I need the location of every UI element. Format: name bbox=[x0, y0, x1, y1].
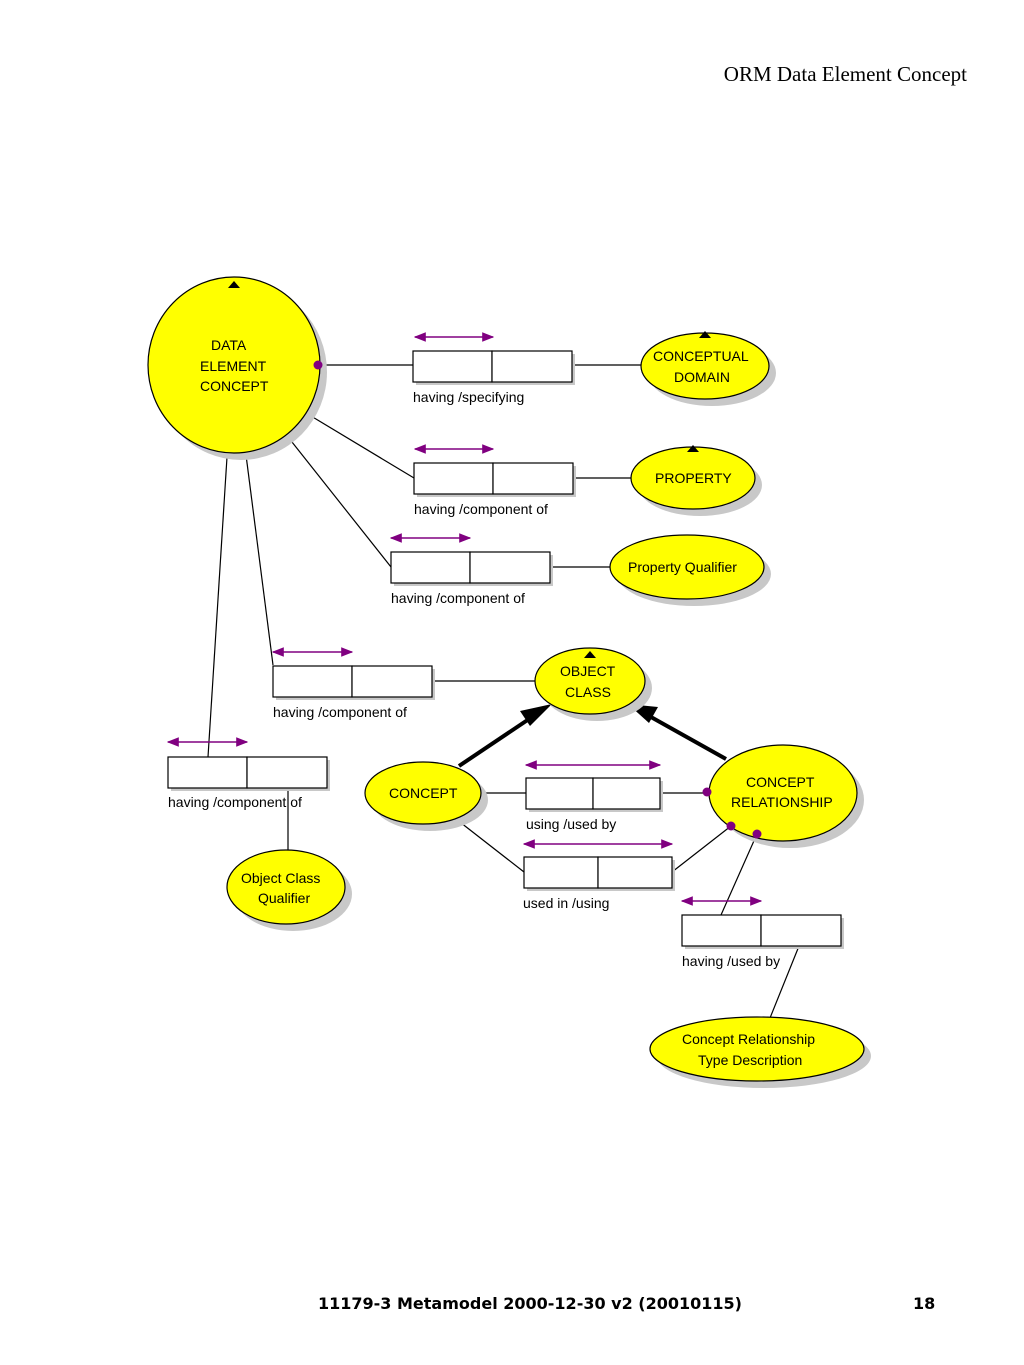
entity-label-line: PROPERTY bbox=[655, 470, 732, 486]
entity-label-line: OBJECT bbox=[560, 663, 616, 679]
entity-label-line: DOMAIN bbox=[674, 369, 730, 385]
page-title: ORM Data Element Concept bbox=[723, 62, 967, 86]
triangle-marker-icon bbox=[228, 281, 240, 288]
fact-reading-label: having /component of bbox=[168, 794, 302, 810]
line-concept-relationship-to-type-fact bbox=[720, 833, 758, 916]
line-dec-to-object-class-qualifier-fact bbox=[207, 456, 228, 758]
mandatory-dot bbox=[702, 787, 712, 797]
entity-concept-relationship-type-description[interactable]: Concept Relationship Type Description bbox=[649, 1016, 871, 1088]
triangle-marker-icon bbox=[687, 445, 699, 452]
mandatory-dot bbox=[313, 360, 323, 370]
entity-label-line: Qualifier bbox=[258, 890, 310, 906]
entity-conceptual-domain[interactable]: CONCEPTUAL DOMAIN bbox=[640, 331, 776, 406]
mandatory-dot bbox=[726, 821, 736, 831]
entity-label-line: ELEMENT bbox=[200, 358, 267, 374]
entity-label-line: Type Description bbox=[698, 1052, 802, 1068]
mandatory-role-dots bbox=[313, 360, 762, 839]
role-box[interactable] bbox=[523, 856, 599, 889]
connector-lines bbox=[207, 364, 800, 1019]
fact-dec-property-qualifier[interactable]: having /component of bbox=[389, 533, 553, 606]
entity-data-element-concept[interactable]: DATA ELEMENT CONCEPT bbox=[147, 276, 327, 460]
fact-concept-relationship-used-in[interactable]: used in /using bbox=[522, 839, 675, 911]
subtype-arrow-concept-shaft bbox=[457, 711, 540, 768]
role-box[interactable] bbox=[390, 551, 471, 584]
triangle-marker-icon bbox=[584, 651, 596, 658]
entity-label-line: Concept Relationship bbox=[682, 1031, 815, 1047]
line-type-fact-to-type-description bbox=[769, 945, 800, 1019]
role-box[interactable] bbox=[272, 665, 353, 698]
role-box[interactable] bbox=[760, 914, 842, 947]
entity-label-line: CLASS bbox=[565, 684, 611, 700]
role-box[interactable] bbox=[492, 462, 574, 495]
fact-reading-label: having /component of bbox=[273, 704, 407, 720]
fact-reading-label: having /used by bbox=[682, 953, 780, 969]
line-dec-to-property-fact bbox=[305, 412, 415, 479]
fact-dec-object-class-qualifier[interactable]: having /component of bbox=[166, 737, 330, 810]
entity-label-line: CONCEPT bbox=[200, 378, 269, 394]
triangle-marker-icon bbox=[699, 331, 711, 338]
entity-label-line: RELATIONSHIP bbox=[731, 794, 833, 810]
entity-concept-relationship[interactable]: CONCEPT RELATIONSHIP bbox=[708, 744, 864, 848]
fact-concept-relationship-using[interactable]: using /used by bbox=[524, 760, 663, 832]
fact-dec-cd[interactable]: having /specifying bbox=[412, 332, 575, 405]
fact-reading-label: using /used by bbox=[526, 816, 616, 832]
role-box[interactable] bbox=[412, 350, 493, 383]
role-box[interactable] bbox=[167, 756, 248, 789]
fact-dec-object-class[interactable]: having /component of bbox=[271, 647, 435, 720]
fact-reading-label: used in /using bbox=[523, 895, 609, 911]
role-box[interactable] bbox=[597, 856, 673, 889]
entity-label-line: CONCEPT bbox=[389, 785, 458, 801]
role-box[interactable] bbox=[681, 914, 762, 947]
line-dec-to-property-qualifier-fact bbox=[287, 436, 392, 568]
role-box[interactable] bbox=[469, 551, 551, 584]
fact-concept-relationship-type[interactable]: having /used by bbox=[680, 896, 844, 969]
entity-label-line: Object Class bbox=[241, 870, 320, 886]
entity-concept[interactable]: CONCEPT bbox=[364, 761, 488, 831]
entity-label-line: CONCEPTUAL bbox=[653, 348, 749, 364]
role-box[interactable] bbox=[351, 665, 433, 698]
entity-object-class[interactable]: OBJECT CLASS bbox=[534, 647, 652, 721]
fact-reading-label: having /component of bbox=[391, 590, 525, 606]
footer-page-number: 18 bbox=[913, 1294, 936, 1313]
mandatory-dot bbox=[752, 829, 762, 839]
entity-property-qualifier[interactable]: Property Qualifier bbox=[609, 534, 771, 606]
line-used-in-fact-to-concept-relationship bbox=[671, 825, 732, 873]
role-box[interactable] bbox=[246, 756, 328, 789]
fact-dec-property[interactable]: having /component of bbox=[413, 444, 576, 517]
entity-label-line: DATA bbox=[211, 337, 247, 353]
fact-reading-label: having /component of bbox=[414, 501, 548, 517]
entity-label-line: Property Qualifier bbox=[628, 559, 737, 575]
role-box[interactable] bbox=[491, 350, 573, 383]
subtype-arrow-concept-relationship-shaft bbox=[641, 710, 727, 761]
line-dec-to-object-class-fact bbox=[245, 454, 274, 666]
fact-reading-label: having /specifying bbox=[413, 389, 524, 405]
entity-property[interactable]: PROPERTY bbox=[630, 445, 762, 516]
entity-object-class-qualifier[interactable]: Object Class Qualifier bbox=[226, 849, 352, 931]
role-box[interactable] bbox=[592, 777, 661, 810]
entity-label-line: CONCEPT bbox=[746, 774, 815, 790]
subtype-arrow-concept-head bbox=[520, 704, 552, 726]
role-box[interactable] bbox=[413, 462, 494, 495]
role-box[interactable] bbox=[525, 777, 594, 810]
line-concept-to-used-in-fact bbox=[455, 818, 525, 873]
footer-document-title: 11179-3 Metamodel 2000-12-30 v2 (2001011… bbox=[318, 1294, 742, 1313]
